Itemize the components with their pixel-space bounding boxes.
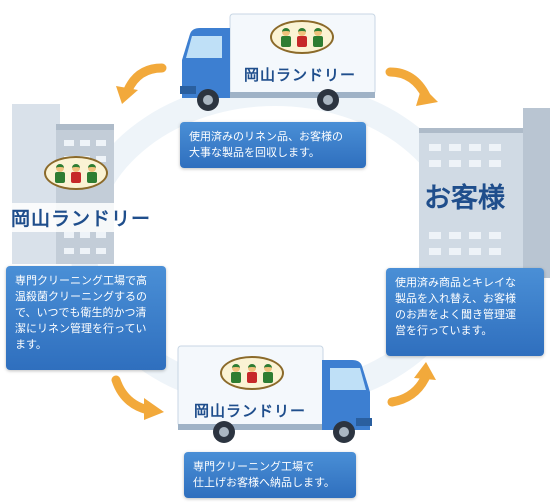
note-deliver-text: 専門クリーニング工場で 仕上げお客様へ納品します。: [193, 460, 335, 489]
truck-top-shape: [180, 13, 376, 111]
note-factory-clean-text: 専門クリーニング工場で高 温殺菌クリーニングするの で、いつでも衛生的かつ清 潔…: [15, 274, 147, 351]
truck-bottom: 岡山ランドリー: [174, 344, 374, 444]
factory-building-shape: [12, 104, 114, 264]
truck-top: 岡山ランドリー: [178, 12, 378, 112]
arrow-bottom-left: [111, 375, 164, 420]
customer-building-shape: [419, 108, 550, 278]
logo-emblem-factory: [44, 156, 108, 190]
truck-top-brand: 岡山ランドリー: [244, 66, 357, 84]
note-customer-service-text: 使用済み商品とキレイな 製品を入れ替え、お客様 のお声をよく聞き管理運 営を行っ…: [395, 276, 516, 337]
note-factory-clean: 専門クリーニング工場で高 温殺菌クリーニングするの で、いつでも衛生的かつ清 潔…: [6, 266, 166, 370]
truck-bottom-brand: 岡山ランドリー: [194, 402, 307, 420]
note-deliver: 専門クリーニング工場で 仕上げお客様へ納品します。: [184, 452, 356, 498]
arrow-top-right: [385, 67, 438, 106]
arrow-bottom-right: [387, 362, 436, 407]
arrow-top-left: [116, 63, 167, 104]
note-collect-text: 使用済みのリネン品、お客様の 大事な製品を回収します。: [189, 130, 343, 159]
customer-label: お客様: [424, 183, 505, 214]
factory-building: [2, 96, 120, 266]
note-customer-service: 使用済み商品とキレイな 製品を入れ替え、お客様 のお声をよく聞き管理運 営を行っ…: [386, 268, 544, 356]
truck-bottom-shape: [177, 345, 372, 443]
note-collect: 使用済みのリネン品、お客様の 大事な製品を回収します。: [180, 122, 366, 168]
factory-brand: 岡山ランドリー: [8, 203, 155, 232]
logo-emblem-top: [270, 20, 334, 54]
customer-building: [415, 108, 550, 278]
logo-emblem-bottom: [220, 356, 284, 390]
